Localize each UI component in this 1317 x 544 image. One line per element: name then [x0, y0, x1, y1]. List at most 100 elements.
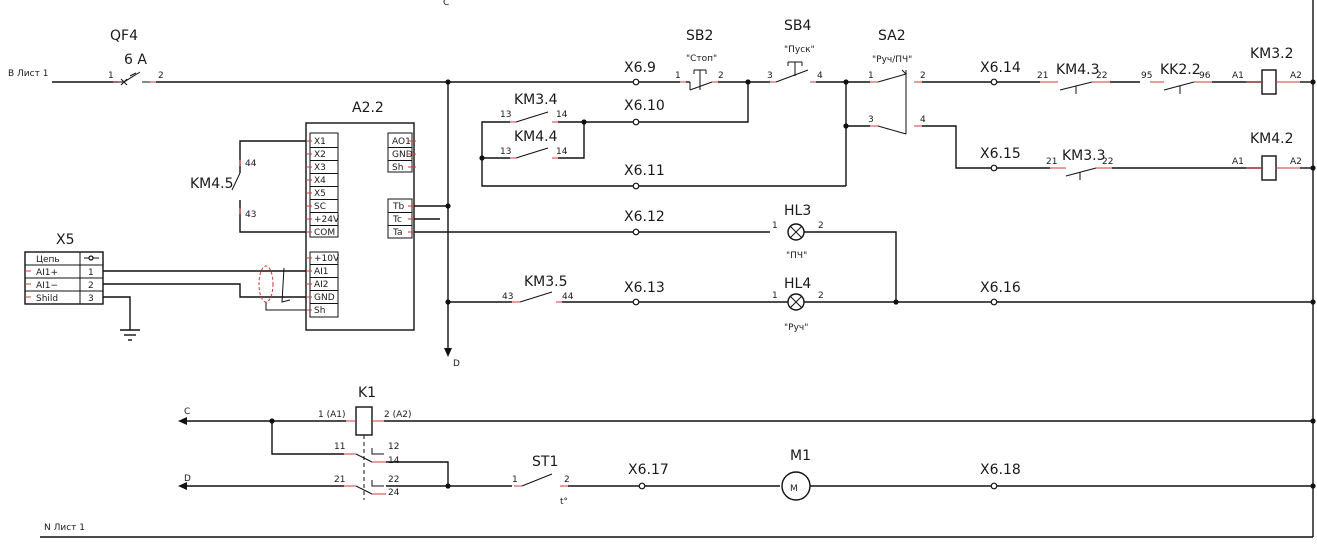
a22-pin-6: +24V	[314, 215, 340, 225]
sa2-pin2: 2	[920, 71, 926, 81]
km34-name: KM3.4	[514, 92, 558, 108]
km42-a1: A1	[1232, 157, 1244, 167]
kk22-name: KK2.2	[1160, 62, 1201, 78]
sb4-label: "Пуск"	[784, 45, 815, 55]
st1-name: ST1	[532, 454, 558, 470]
hl3-label: "ПЧ"	[786, 251, 807, 261]
sa2-pin3: 3	[868, 115, 874, 125]
km35-name: KM3.5	[524, 274, 568, 290]
k1-pin11: 11	[334, 442, 345, 452]
hl3-lamp-icon: HL3 "ПЧ" 1 2	[772, 203, 824, 261]
terminal-x612: X6.12	[624, 209, 665, 236]
x5-name: X5	[56, 232, 75, 248]
km34-contact: KM3.4 13 14	[500, 92, 568, 123]
k1-pin22: 22	[388, 475, 399, 485]
hl4-name: HL4	[784, 276, 811, 292]
sb2-pin2: 2	[718, 71, 724, 81]
km33-pin-a: 21	[1046, 157, 1057, 167]
km33-contact: KM3.3 21 22	[1046, 148, 1113, 180]
sa2-pin4: 4	[920, 115, 926, 125]
terminal-x615: X6.15	[980, 146, 1021, 172]
hl4-lamp-icon: HL4 "Руч" 1 2	[772, 276, 824, 333]
x5-row-label-2: AI1−	[36, 281, 58, 291]
terminal-x611: X6.11	[624, 163, 665, 190]
sb4-pin3: 3	[767, 71, 773, 81]
bus-c-label: C	[184, 407, 190, 417]
km35-pin-a: 43	[502, 292, 513, 302]
x611-label: X6.11	[624, 163, 665, 179]
sb4-name: SB4	[784, 18, 811, 34]
qf4-name: QF4	[110, 28, 138, 44]
wire-shield	[103, 296, 131, 330]
km45-contact: KM4.5 44 43	[190, 140, 306, 233]
a22-pin-7: COM	[314, 228, 335, 238]
a22-pin-2: X3	[314, 163, 326, 173]
a22-pin-0: X1	[314, 137, 326, 147]
a22-pin-3: X4	[314, 176, 326, 186]
x5-row-num-2: 2	[88, 281, 94, 291]
qf4-breaker: QF4 6 A 1 2	[108, 28, 164, 86]
k1-name: K1	[358, 385, 376, 401]
arrow-left-c	[178, 417, 187, 425]
a22-relay-pin-0: Tb	[392, 202, 404, 212]
sb4-pin4: 4	[817, 71, 823, 81]
km34-pin-b: 14	[556, 110, 568, 120]
a22-ao-pin-2: Sh	[392, 163, 403, 173]
terminal-x618: X6.18	[980, 462, 1021, 490]
m1-motor-icon: M1 M	[781, 448, 811, 501]
k1-pin12: 12	[388, 442, 399, 452]
hl3-pin1: 1	[772, 221, 778, 231]
km45-pin-a: 44	[245, 159, 257, 169]
x613-label: X6.13	[624, 280, 665, 296]
x5-row-label-0: Цепь	[36, 255, 60, 265]
x617-label: X6.17	[628, 462, 669, 478]
wire-ai2	[103, 283, 306, 298]
wire-hl3-out	[804, 231, 897, 302]
sheet-ref-top: В Лист 1	[8, 69, 48, 79]
x5-row-num-1: 1	[88, 268, 94, 278]
km32-a1: A1	[1232, 71, 1244, 81]
x610-label: X6.10	[624, 98, 665, 114]
a22-relay-pin-2: Ta	[392, 228, 403, 238]
km33-pin-b: 22	[1102, 157, 1113, 167]
sa2-switch: SA2 "Руч/ПЧ" 1 2 3 4	[868, 28, 926, 135]
arrow-d-label: D	[453, 359, 460, 369]
a22-pin-5: SC	[314, 202, 326, 212]
sb2-button: SB2 "Стоп" 1 2	[675, 28, 724, 91]
m1-name: M1	[790, 448, 811, 464]
km33-name: KM3.3	[1062, 148, 1106, 164]
sb2-label: "Стоп"	[686, 54, 717, 64]
qf4-rating: 6 A	[124, 52, 147, 68]
st1-temp: t°	[560, 497, 568, 507]
arrow-down-d	[444, 348, 452, 357]
km32-name: KM3.2	[1250, 46, 1294, 62]
top-mark: C	[443, 0, 449, 8]
km43-pin-a: 21	[1037, 71, 1048, 81]
hl3-pin2: 2	[818, 221, 824, 231]
sb4-button: SB4 "Пуск" 3 4	[767, 18, 823, 83]
x615-label: X6.15	[980, 146, 1021, 162]
st1-thermal-switch: ST1 1 2 t°	[512, 454, 570, 507]
a22-analog-pin-4: Sh	[314, 306, 325, 316]
a22-analog-pin-2: AI2	[314, 280, 329, 290]
km42-a2: A2	[1290, 157, 1302, 167]
terminal-x613: X6.13	[624, 280, 665, 306]
sa2-name: SA2	[878, 28, 906, 44]
km44-name: KM4.4	[514, 129, 558, 145]
a22-analog-pin-0: +10V	[314, 254, 340, 264]
x618-label: X6.18	[980, 462, 1021, 478]
qf4-pin2: 2	[158, 71, 164, 81]
x5-row-label-1: AI1+	[36, 268, 58, 278]
hl4-pin1: 1	[772, 291, 778, 301]
a22-block: A2.2	[305, 100, 415, 331]
hl4-label: "Руч"	[784, 323, 808, 333]
a22-name: A2.2	[352, 100, 384, 116]
kk22-contact: KK2.2 95 96	[1141, 62, 1212, 94]
k1-a2: 2 (A2)	[384, 410, 412, 420]
st1-pin2: 2	[564, 475, 570, 485]
